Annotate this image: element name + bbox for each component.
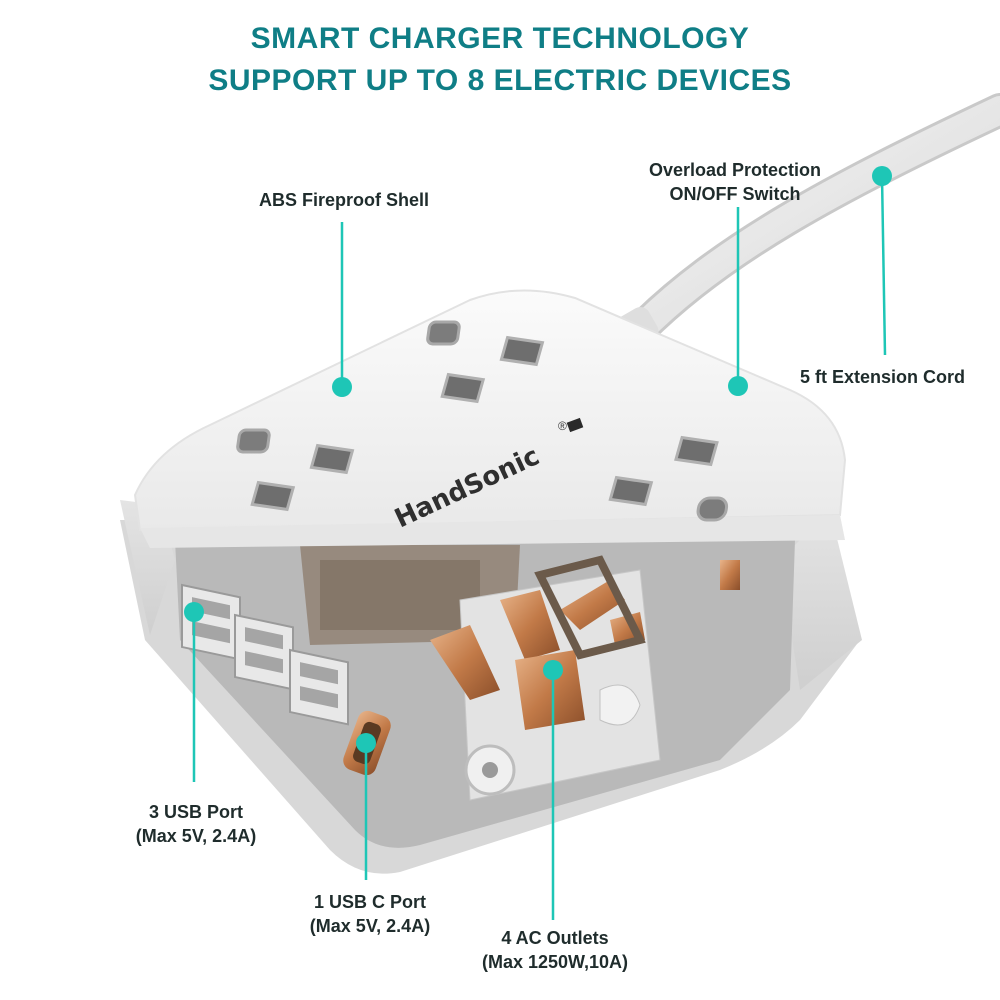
marker-usbc xyxy=(356,733,376,753)
label-usbc-line-2: (Max 5V, 2.4A) xyxy=(309,916,431,936)
label-overload-protection: Overload Protection ON/OFF Switch xyxy=(630,158,840,206)
extension-cord xyxy=(609,93,1000,353)
marker-switch xyxy=(728,376,748,396)
indicator-light xyxy=(566,417,584,433)
headline-line-2: SUPPORT UP TO 8 ELECTRIC DEVICES xyxy=(208,64,792,97)
label-ac-line-1: 4 AC Outlets xyxy=(501,928,609,948)
label-overload-line-1: Overload Protection xyxy=(648,160,822,180)
label-usb-line-2: (Max 5V, 2.4A) xyxy=(135,826,257,846)
marker-cord xyxy=(872,166,892,186)
ac-outlets xyxy=(236,320,729,522)
label-ac-outlets: 4 AC Outlets (Max 1250W,10A) xyxy=(455,926,655,974)
label-ac-line-2: (Max 1250W,10A) xyxy=(481,952,629,972)
label-extension-cord: 5 ft Extension Cord xyxy=(799,367,965,387)
headline-line-1: SMART CHARGER TECHNOLOGY xyxy=(250,22,750,55)
label-overload-line-2: ON/OFF Switch xyxy=(669,184,801,204)
callout-markers xyxy=(184,166,892,753)
registered-mark: ® xyxy=(558,419,567,433)
usb-ports xyxy=(181,583,349,726)
callout-lines xyxy=(192,175,887,920)
marker-usb xyxy=(184,602,204,622)
label-usb-ports: 3 USB Port (Max 5V, 2.4A) xyxy=(104,800,288,848)
label-usb-line-1: 3 USB Port xyxy=(148,802,244,822)
marker-shell xyxy=(332,377,352,397)
label-usb-c-port: 1 USB C Port (Max 5V, 2.4A) xyxy=(280,890,460,938)
copper-contacts xyxy=(430,555,740,730)
label-abs-fireproof-shell: ABS Fireproof Shell xyxy=(258,190,429,210)
label-usbc-line-1: 1 USB C Port xyxy=(313,892,427,912)
top-shell xyxy=(133,289,847,532)
marker-ac xyxy=(543,660,563,680)
